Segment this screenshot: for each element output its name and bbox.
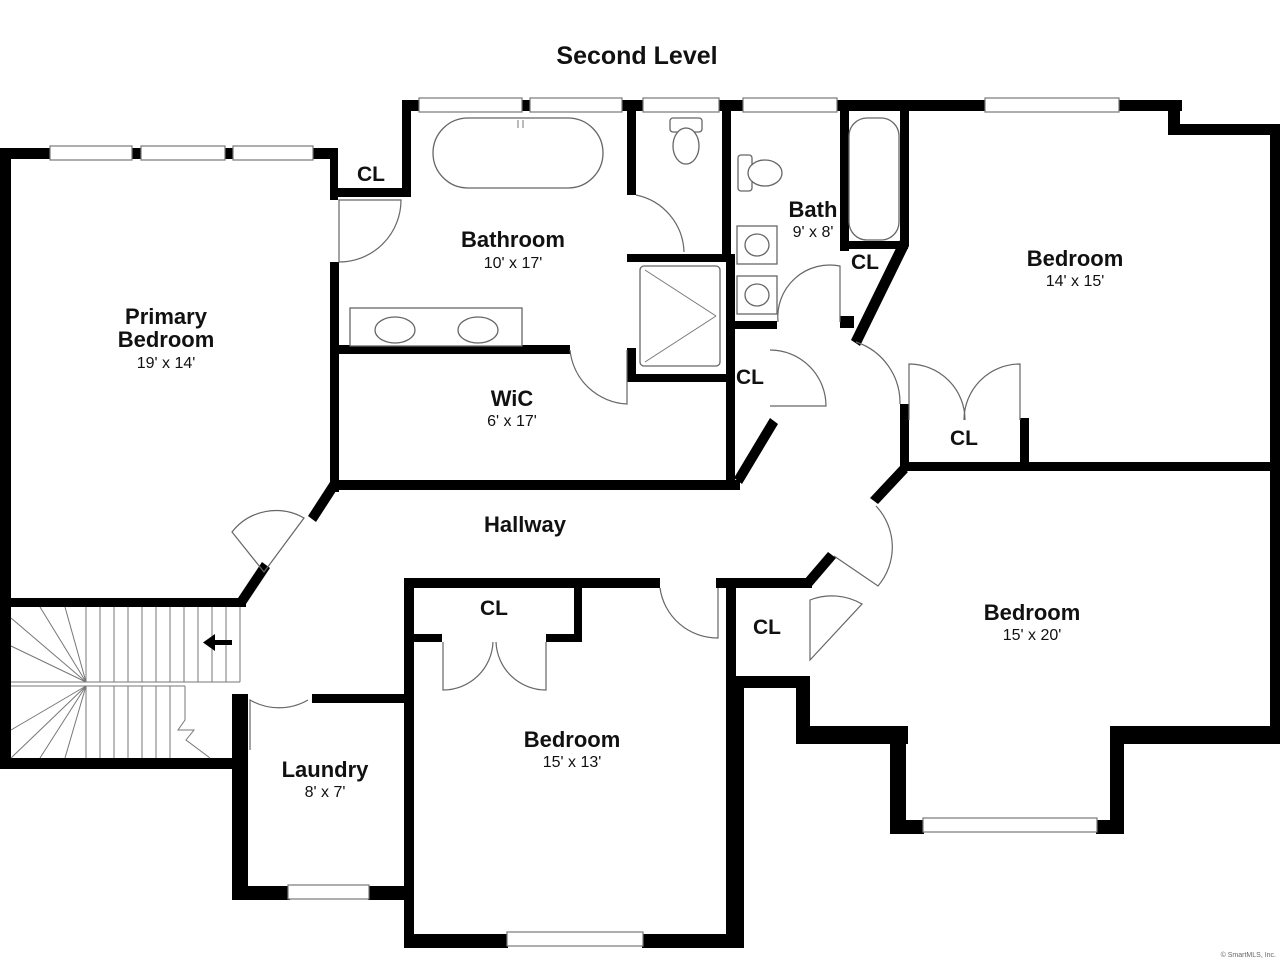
room-bath: Bath 9' x 8' [789,197,838,241]
sink-icon [744,283,770,307]
walls [0,100,1280,948]
room-hallway: Hallway [484,512,567,537]
room-name: Hallway [484,512,567,537]
room-name: Laundry [282,757,370,782]
room-name: Bedroom [524,727,621,752]
room-dimensions: 9' x 8' [793,224,834,241]
room-wic: WiC 6' x 17' [487,386,537,430]
room-dimensions: 15' x 13' [543,754,602,771]
room-name: Bedroom [118,327,215,352]
sink-icon [744,233,770,257]
room-dimensions: 19' x 14' [137,355,196,372]
room-dimensions: 14' x 15' [1046,273,1105,290]
closet-label: CL [851,251,879,274]
room-bedroom-se: Bedroom 15' x 20' [984,600,1081,644]
room-name: Bedroom [1027,246,1124,271]
sink-icon [457,316,499,344]
shower-icon [639,265,721,367]
room-bedroom-s: Bedroom 15' x 13' [524,727,621,771]
stair-direction-arrow-icon [203,634,232,651]
room-dimensions: 6' x 17' [487,413,537,430]
room-name: WiC [491,386,534,411]
windows [49,97,1120,947]
toilet-icon [672,127,700,165]
room-name: Bathroom [461,227,565,252]
plan-title: Second Level [556,42,717,70]
room-name: Primary [125,304,208,329]
closet-label: CL [736,366,764,389]
bathtub-icon [848,117,900,241]
room-primary-bedroom: Primary Bedroom 19' x 14' [118,304,215,372]
sink-icon [374,316,416,344]
doors [231,194,1021,750]
room-name: Bath [789,197,838,222]
copyright-credit: © SmartMLS, Inc. [1221,951,1276,959]
closet-label: CL [357,163,385,186]
fixtures [349,117,900,367]
closet-label: CL [950,427,978,450]
room-dimensions: 15' x 20' [1003,627,1062,644]
staircase [10,606,241,759]
room-name: Bedroom [984,600,1081,625]
room-bedroom-ne: Bedroom 14' x 15' [1027,246,1124,290]
bathtub-icon [432,117,604,189]
room-bathroom: Bathroom 10' x 17' [461,227,565,272]
closet-label: CL [480,597,508,620]
room-laundry: Laundry 8' x 7' [282,757,370,801]
closet-label: CL [753,616,781,639]
room-dimensions: 10' x 17' [484,255,543,272]
toilet-icon [747,159,783,187]
room-dimensions: 8' x 7' [305,784,346,801]
